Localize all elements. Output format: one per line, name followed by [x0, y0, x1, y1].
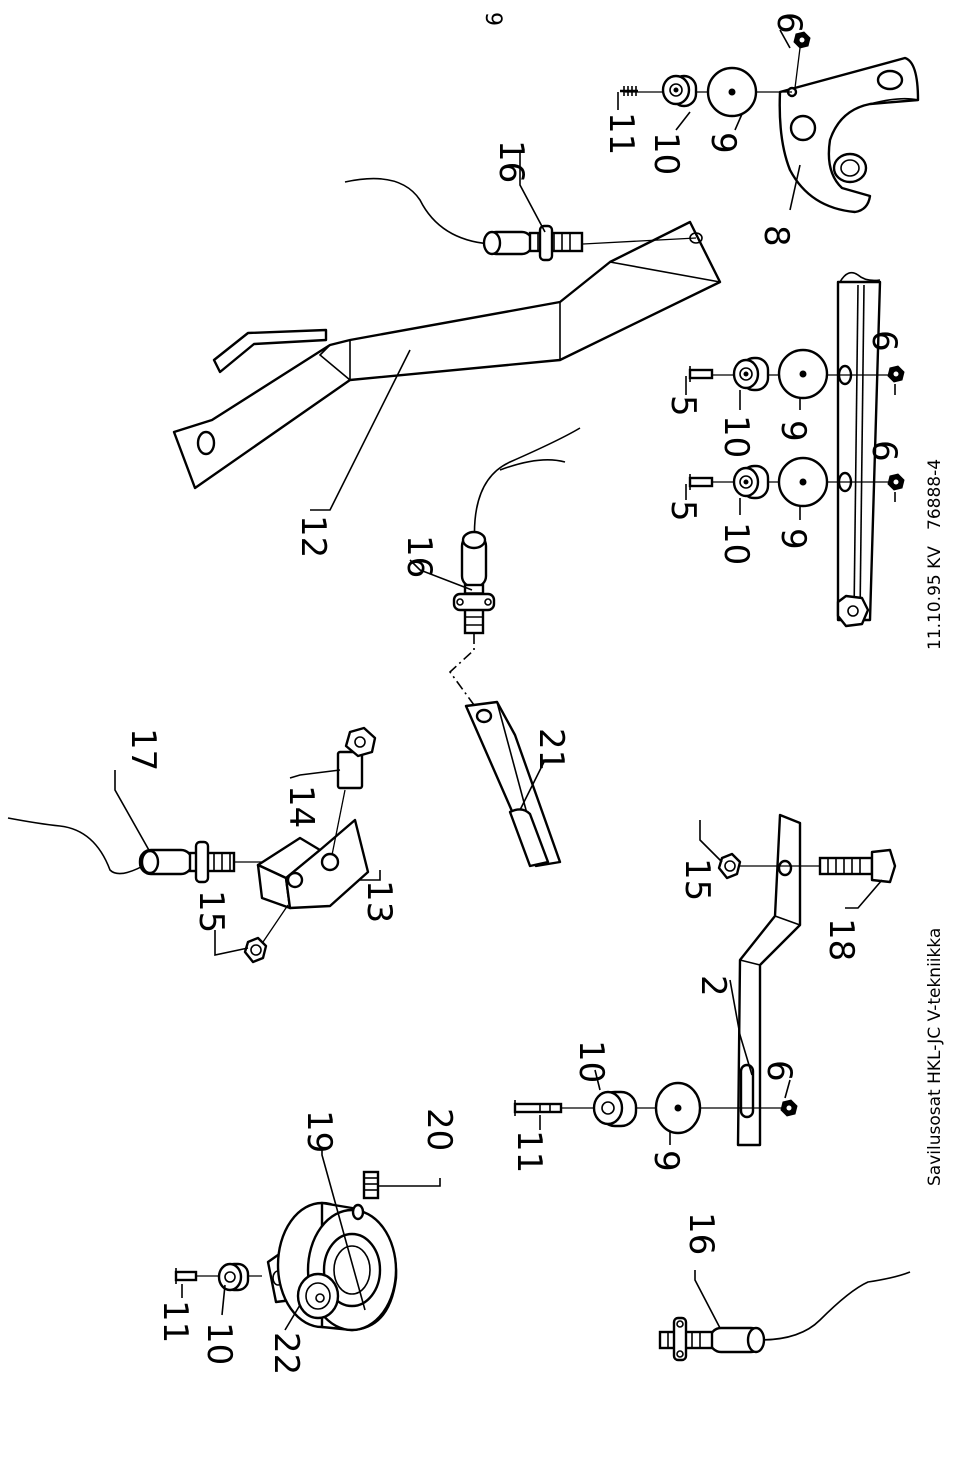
plate-assembly-top — [617, 29, 920, 214]
label-19: 19 — [299, 1110, 339, 1153]
label-16-bracket: 16 — [399, 535, 439, 578]
nut-15-left — [243, 936, 268, 964]
footer-date: 11.10.95 KV — [925, 546, 945, 650]
label-10-upper: 10 — [716, 415, 756, 458]
angle-bracket-assembly-13 — [7, 726, 381, 964]
label-13: 13 — [359, 880, 399, 923]
footer-title: Savilusosat HKL-JC V-tekniikka — [925, 928, 945, 1186]
page-number: 9 — [480, 12, 505, 26]
label-9-flat: 9 — [646, 1150, 686, 1172]
label-5-upper: 5 — [663, 395, 703, 417]
label-10-lower: 10 — [716, 522, 756, 565]
label-18: 18 — [821, 918, 861, 961]
label-16-arm: 16 — [491, 140, 531, 183]
bracket-21 — [464, 700, 562, 868]
nut-15-right — [717, 852, 742, 880]
sensor-16-bottom — [658, 1270, 911, 1362]
label-6-upper: 6 — [864, 330, 904, 352]
bushing-10-hub — [217, 1262, 243, 1292]
label-15-left: 15 — [191, 890, 231, 933]
label-5-lower: 5 — [663, 500, 703, 522]
bracket-assembly-21 — [409, 427, 581, 868]
label-20: 20 — [419, 1108, 459, 1151]
arm-assembly-12 — [172, 150, 722, 511]
label-6-flat: 6 — [759, 1060, 799, 1082]
label-6-top: 6 — [769, 12, 809, 34]
label-9-upper: 9 — [773, 420, 813, 442]
label-10-top: 10 — [646, 132, 686, 175]
label-10-hub: 10 — [199, 1322, 239, 1365]
label-16-bottom: 16 — [681, 1212, 721, 1255]
label-8: 8 — [756, 225, 796, 247]
label-10-flat: 10 — [571, 1040, 611, 1083]
label-9-lower: 9 — [773, 528, 813, 550]
cap-22 — [296, 1272, 340, 1320]
label-15-right: 15 — [677, 858, 717, 901]
arm-12 — [172, 220, 722, 490]
label-17: 17 — [123, 728, 163, 771]
label-11-flat: 11 — [509, 1130, 549, 1173]
hub-assembly-19 — [174, 1150, 441, 1332]
label-22: 22 — [266, 1332, 306, 1375]
label-2: 2 — [693, 975, 733, 997]
flat-bracket-2 — [736, 813, 802, 1147]
label-9-top: 9 — [703, 132, 743, 154]
footer: Savilusosat HKL-JC V-tekniikka 11.10.95 … — [925, 459, 945, 1186]
flat-bracket-assembly-2 — [513, 813, 897, 1147]
bushing-10-flat — [592, 1090, 624, 1126]
rail-assembly — [685, 271, 905, 628]
label-11-hub: 11 — [155, 1300, 195, 1343]
label-21: 21 — [531, 728, 571, 771]
label-12: 12 — [293, 515, 333, 558]
label-11-top: 11 — [601, 112, 641, 155]
footer-code: 76888-4 — [925, 459, 945, 530]
label-6-lower: 6 — [864, 440, 904, 462]
label-14: 14 — [281, 785, 321, 828]
